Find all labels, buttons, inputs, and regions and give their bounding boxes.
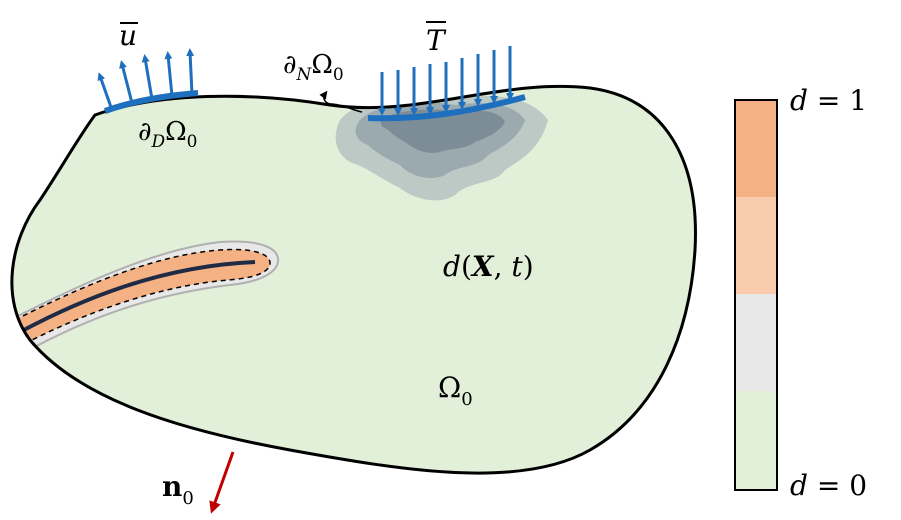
colorbar-max-label: d = 1 bbox=[790, 84, 867, 117]
colorbar-min-label: d = 0 bbox=[790, 469, 867, 502]
label-dirichlet-boundary: ∂DΩ0 bbox=[138, 117, 197, 152]
colorbar-frame bbox=[734, 99, 778, 491]
colorbar-level-3 bbox=[735, 294, 777, 391]
colorbar-level-4 bbox=[735, 391, 777, 490]
crack bbox=[11, 240, 280, 357]
label-neumann-boundary: ∂NΩ0 bbox=[283, 50, 344, 85]
neumann-pointer bbox=[319, 90, 363, 113]
damage-cloud bbox=[335, 96, 548, 201]
svg-text:u: u bbox=[119, 19, 137, 52]
label-normal: n0 bbox=[162, 470, 194, 509]
svg-text:T: T bbox=[426, 24, 447, 57]
damage-colorbar bbox=[734, 99, 778, 491]
label-t-bar: T bbox=[426, 21, 447, 57]
domain-body bbox=[11, 86, 696, 474]
label-u-bar: u bbox=[119, 19, 138, 52]
colorbar-level-1 bbox=[735, 100, 777, 197]
label-domain: Ω0 bbox=[438, 371, 473, 410]
normal-vector-arrow bbox=[209, 451, 235, 514]
traction-arrows bbox=[378, 46, 514, 116]
prescribed-displacement-arrows bbox=[97, 48, 195, 111]
neumann-boundary-segment bbox=[367, 94, 526, 122]
domain-boundary bbox=[10, 84, 697, 475]
colorbar-level-2 bbox=[735, 197, 777, 294]
label-phase-field: d(X, t) bbox=[443, 250, 534, 283]
